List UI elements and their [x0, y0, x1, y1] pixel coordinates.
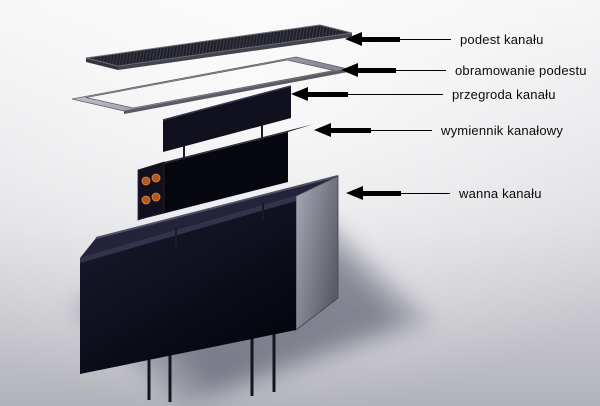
callout-label: przegroda kanału: [452, 86, 556, 102]
arrow-left-icon: [346, 186, 450, 200]
support-legs: [147, 330, 276, 402]
callout-label: wymiennik kanałowy: [441, 122, 564, 138]
arrow-left-icon: [345, 32, 451, 46]
arrow-left-icon: [314, 123, 432, 137]
channel-tub: [80, 175, 339, 402]
arrow-left-icon: [291, 87, 443, 101]
mounting-pins-lower: [175, 202, 264, 248]
arrow-left-icon: [341, 63, 446, 77]
callout-label: podest kanału: [460, 31, 544, 47]
callout-wanna: wanna kanału: [346, 185, 542, 201]
callout-podest: podest kanału: [345, 31, 544, 47]
partition-plate: [162, 85, 292, 152]
callout-przegroda: przegroda kanału: [291, 86, 556, 102]
callout-wymiennik: wymiennik kanałowy: [314, 122, 563, 138]
callout-label: obramowanie podestu: [455, 62, 587, 78]
callout-label: wanna kanału: [459, 185, 542, 201]
tube-ends: [141, 173, 161, 205]
callout-obramowanie: obramowanie podestu: [341, 62, 587, 78]
duct-heat-exchanger: [137, 122, 314, 248]
